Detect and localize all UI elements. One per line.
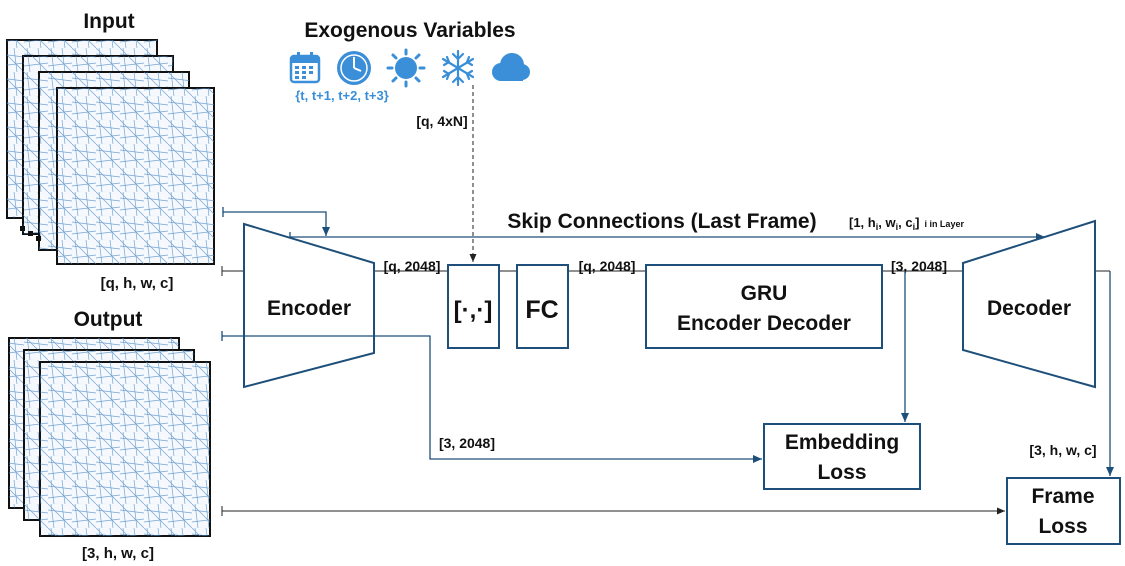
encoder-label: Encoder xyxy=(267,297,351,320)
frame-loss-line1: Frame xyxy=(1031,485,1094,508)
gru-label-line2: Encoder Decoder xyxy=(677,312,851,335)
concat-block xyxy=(447,264,500,349)
gru-label-line1: GRU xyxy=(741,282,788,305)
gru-block xyxy=(645,264,883,349)
embedding-loss-line1: Embedding xyxy=(785,431,899,454)
decoder-output-shape: [3, h, w, c] xyxy=(1029,442,1096,458)
exogenous-times: {t, t+1, t+2, t+3} xyxy=(295,88,389,103)
decoder-label: Decoder xyxy=(987,297,1071,320)
embedding-loss-line2: Loss xyxy=(817,461,866,484)
snowflake-icon xyxy=(441,49,475,87)
decoder-block xyxy=(962,219,1096,389)
target-embedding-shape: [3, 2048] xyxy=(439,435,495,451)
output-title: Output xyxy=(74,308,143,331)
frame-loss-line2: Loss xyxy=(1038,515,1087,538)
embedding-loss-block xyxy=(763,423,921,490)
target-embedding-arrow xyxy=(222,335,762,463)
input-title: Input xyxy=(83,10,134,33)
fc-block xyxy=(516,264,569,349)
encoder-output-shape: [q, 2048] xyxy=(384,258,441,274)
output-shape-label: [3, h, w, c] xyxy=(82,545,154,562)
input-frame-stack xyxy=(6,39,215,265)
input-to-encoder-arrow xyxy=(223,211,330,236)
fc-label: FC xyxy=(525,296,558,324)
sun-icon xyxy=(386,48,426,88)
stack-ellipsis xyxy=(20,226,41,241)
fc-output-shape: [q, 2048] xyxy=(579,258,636,274)
skip-title: Skip Connections (Last Frame) xyxy=(507,210,816,233)
frame-loss-block xyxy=(1006,477,1121,545)
output-frame-stack xyxy=(8,337,211,537)
gru-output-shape: [3, 2048] xyxy=(891,258,947,274)
concat-label: [·,·] xyxy=(454,297,493,324)
exogenous-title: Exogenous Variables xyxy=(304,19,515,42)
exogenous-shape-label: [q, 4xN] xyxy=(416,113,467,129)
skip-shape-label: [1, hi, wi, ci]i in Layer xyxy=(849,215,964,232)
encoder-block xyxy=(243,222,375,389)
input-shape-label: [q, h, w, c] xyxy=(101,275,174,292)
cloud-icon xyxy=(492,53,530,81)
calendar-icon xyxy=(289,52,321,84)
clock-icon xyxy=(337,51,371,85)
